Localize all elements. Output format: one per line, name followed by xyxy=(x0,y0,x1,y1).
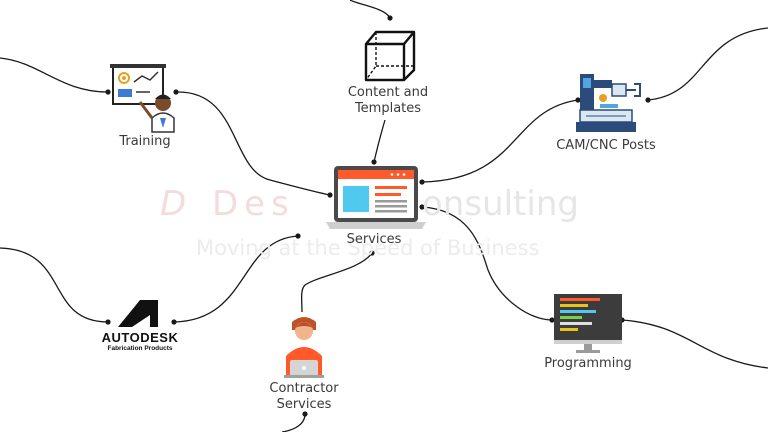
connector-training-services xyxy=(175,91,331,196)
laptop-icon xyxy=(326,166,426,229)
connector-services-contractor xyxy=(300,252,373,313)
connector-content-services xyxy=(373,119,386,163)
dot-autodesk-left xyxy=(105,319,111,325)
connector-top-content xyxy=(349,0,391,19)
autodesk-text: AUTODESK xyxy=(101,330,179,345)
connector-cam-services xyxy=(421,99,579,183)
dot-services-bottom xyxy=(369,250,375,256)
dot-autodesk-right xyxy=(171,319,177,325)
content-templates-label[interactable]: Content and Templates xyxy=(336,85,440,117)
autodesk-logo xyxy=(118,300,158,327)
fabrication-products-text: Fabrication Products xyxy=(107,345,173,352)
connector-programming-right xyxy=(621,319,768,369)
connector-contractor-bottom xyxy=(281,413,306,432)
cam-cnc-label[interactable]: CAM/CNC Posts xyxy=(556,138,656,153)
contractor-services-label[interactable]: Contractor Services xyxy=(254,381,354,413)
training-label[interactable]: Training xyxy=(119,134,171,149)
dot-cam-left xyxy=(575,97,581,103)
dot-contractor-bottom xyxy=(302,411,308,417)
code-monitor-icon xyxy=(554,294,622,353)
dot-services-top xyxy=(371,159,377,165)
dot-training-left xyxy=(105,89,111,95)
autodesk-wordmark[interactable]: AUTODESK Fabrication Products xyxy=(96,331,184,353)
connector-right-cam xyxy=(647,27,768,101)
connector-left-training xyxy=(0,57,109,93)
contractor-label-line2: Services xyxy=(276,397,332,412)
dot-programming-left xyxy=(549,317,555,323)
dot-services-lower-left xyxy=(295,233,301,239)
dot-training-right xyxy=(173,89,179,95)
content-label-line2: Templates xyxy=(354,101,422,116)
person-laptop-icon xyxy=(284,317,324,378)
programming-label[interactable]: Programming xyxy=(544,356,632,371)
presentation-icon xyxy=(110,64,175,133)
services-label[interactable]: Services xyxy=(346,232,402,247)
cnc-machine-icon xyxy=(576,74,641,132)
connector-left-autodesk xyxy=(0,247,109,323)
connector-autodesk-services xyxy=(173,235,299,323)
dot-services-left xyxy=(327,192,333,198)
dot-cam-right xyxy=(645,97,651,103)
contractor-label-line1: Contractor xyxy=(269,381,339,396)
dot-services-right-top xyxy=(419,179,425,185)
dot-services-right-bottom xyxy=(419,204,425,210)
dot-content-top xyxy=(387,15,393,21)
connector-services-programming xyxy=(421,206,553,321)
cube-icon xyxy=(364,30,416,82)
content-label-line1: Content and xyxy=(347,85,429,100)
connector-dots xyxy=(105,15,651,417)
